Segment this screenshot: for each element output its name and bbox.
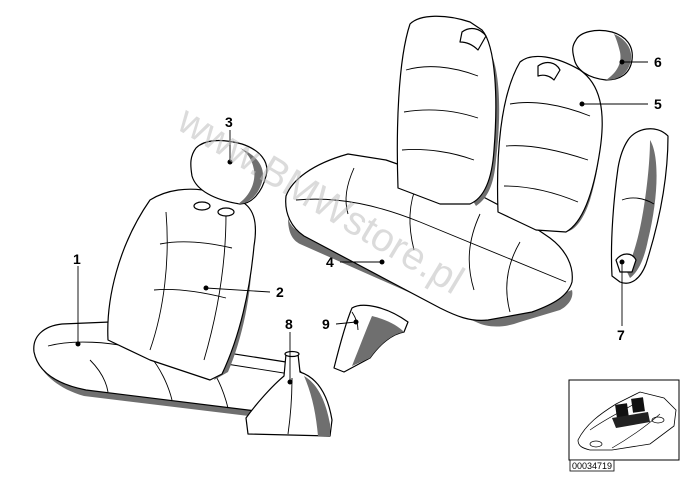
leader-dot-4 <box>379 259 385 265</box>
callout-2: 2 <box>276 284 284 300</box>
reference-thumbnail: 00034719 <box>568 379 680 472</box>
leader-dot-8 <box>287 379 293 385</box>
gear-lever-boot <box>245 350 333 437</box>
front-headrest <box>190 139 268 205</box>
leader-dot-1 <box>75 341 81 347</box>
leader-dot-2 <box>203 285 209 291</box>
leader-dot-5 <box>579 101 585 107</box>
side-bolster <box>610 128 669 284</box>
leader-dot-9 <box>353 319 359 325</box>
callout-3: 3 <box>225 114 233 130</box>
front-seat-backrest <box>107 188 257 381</box>
rear-seat-cushion <box>285 153 573 327</box>
leader-dot-6 <box>619 59 625 65</box>
handbrake-boot <box>333 304 409 373</box>
callout-5: 5 <box>654 96 662 112</box>
leader-dot-7 <box>619 259 625 265</box>
rear-headrest <box>572 29 633 81</box>
reference-number: 00034719 <box>572 461 612 471</box>
callout-4: 4 <box>326 254 334 270</box>
callout-8: 8 <box>285 316 293 332</box>
callout-1: 1 <box>73 251 81 267</box>
rear-backrest-right <box>496 55 603 233</box>
callout-9: 9 <box>322 316 330 332</box>
leader-line-2 <box>205 287 271 293</box>
leader-line-9 <box>335 321 357 325</box>
rear-backrest-left <box>396 15 500 206</box>
leader-lines <box>75 59 648 385</box>
car-thumbnail-icon <box>577 391 677 451</box>
reference-number-box <box>569 459 615 472</box>
callout-6: 6 <box>654 54 662 70</box>
callout-7: 7 <box>617 327 625 343</box>
leader-dot-3 <box>227 159 233 165</box>
